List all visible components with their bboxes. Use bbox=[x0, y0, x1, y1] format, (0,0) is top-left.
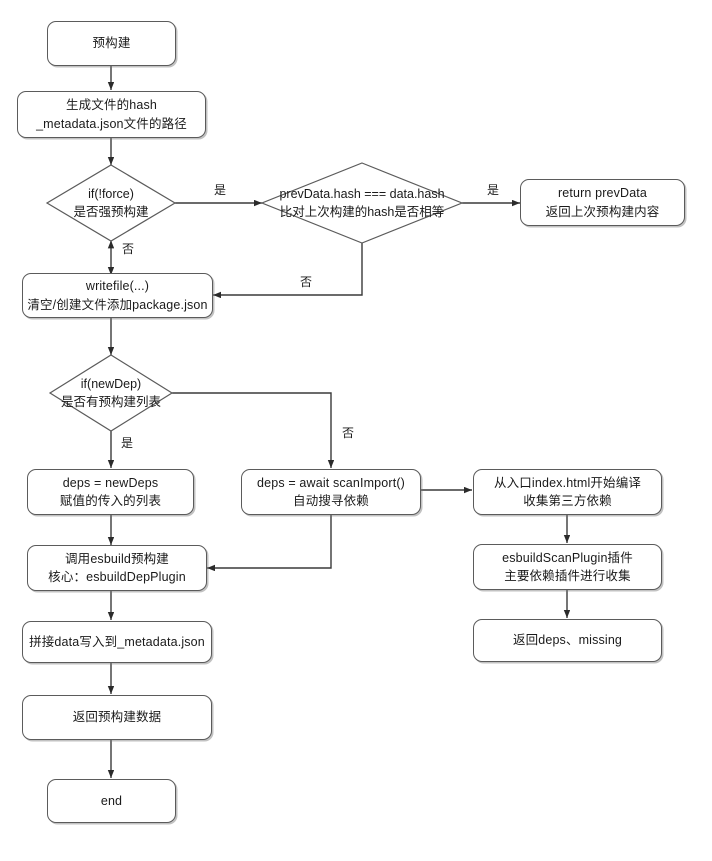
node-hash-compare-line-1: prevData.hash === data.hash bbox=[279, 186, 445, 201]
node-return-deps-missing[interactable]: 返回deps、missing bbox=[473, 619, 662, 662]
node-deps-assign[interactable]: deps = newDeps 赋值的传入的列表 bbox=[27, 469, 194, 515]
node-if-force[interactable]: if(!force) 是否强预构建 bbox=[47, 165, 175, 241]
node-if-newdep-line-2: 是否有预构建列表 bbox=[60, 395, 161, 409]
node-return-prevdata[interactable]: return prevData 返回上次预构建内容 bbox=[520, 179, 685, 226]
edge-label-newdep-no: 否 bbox=[340, 426, 357, 440]
node-writefile-line-1: writefile(...) bbox=[85, 279, 150, 294]
node-scan-import-line-1: deps = await scanImport() bbox=[257, 475, 405, 490]
node-hash-compare[interactable]: prevData.hash === data.hash 比对上次构建的hash是… bbox=[262, 163, 462, 243]
node-generate-hash-path-line-1: 生成文件的hash bbox=[66, 98, 157, 113]
node-end-line-1: end bbox=[100, 793, 123, 808]
node-if-force-line-2: 是否强预构建 bbox=[73, 205, 149, 219]
edge-label-force-yes: 是 bbox=[212, 183, 229, 197]
node-scan-import-line-2: 自动搜寻依赖 bbox=[293, 494, 369, 508]
node-deps-assign-line-1: deps = newDeps bbox=[62, 475, 159, 490]
edge-label-newdep-yes: 是 bbox=[119, 436, 136, 450]
node-start-line-1: 预构建 bbox=[92, 36, 131, 51]
node-if-force-line-1: if(!force) bbox=[88, 186, 134, 201]
node-if-newdep-line-1: if(newDep) bbox=[80, 376, 142, 391]
node-scan-import[interactable]: deps = await scanImport() 自动搜寻依赖 bbox=[241, 469, 421, 515]
node-if-newdep[interactable]: if(newDep) 是否有预构建列表 bbox=[50, 355, 172, 431]
node-esbuild-call-line-2: 核心：esbuildDepPlugin bbox=[48, 570, 186, 584]
node-write-metadata[interactable]: 拼接data写入到_metadata.json bbox=[22, 621, 212, 663]
node-deps-assign-line-2: 赋值的传入的列表 bbox=[59, 494, 162, 508]
node-return-prebuild-data[interactable]: 返回预构建数据 bbox=[22, 695, 212, 740]
node-generate-hash-path-line-2: _metadata.json文件的路径 bbox=[36, 116, 187, 131]
node-return-prevdata-line-2: 返回上次预构建内容 bbox=[545, 204, 660, 219]
node-compile-entry[interactable]: 从入口index.html开始编译 收集第三方依赖 bbox=[473, 469, 662, 515]
edge-label-hash-no: 否 bbox=[298, 275, 315, 289]
node-writefile-line-2: 清空/创建文件添加package.json bbox=[27, 297, 208, 312]
node-esbuild-call[interactable]: 调用esbuild预构建 核心：esbuildDepPlugin bbox=[27, 545, 207, 591]
node-write-metadata-line-1: 拼接data写入到_metadata.json bbox=[29, 634, 205, 649]
edge-label-hash-yes: 是 bbox=[485, 183, 502, 197]
edge-label-force-no: 否 bbox=[120, 242, 137, 256]
node-return-prebuild-data-line-1: 返回预构建数据 bbox=[72, 710, 162, 725]
node-scan-plugin-line-2: 主要依赖插件进行收集 bbox=[504, 569, 631, 583]
node-scan-plugin-line-1: esbuildScanPlugin插件 bbox=[502, 550, 633, 565]
edge-newdep-no-to-scanimport bbox=[172, 392, 335, 468]
node-hash-compare-line-2: 比对上次构建的hash是否相等 bbox=[279, 205, 445, 219]
node-return-deps-missing-line-1: 返回deps、missing bbox=[512, 633, 623, 648]
node-compile-entry-line-1: 从入口index.html开始编译 bbox=[493, 475, 642, 490]
node-start[interactable]: 预构建 bbox=[47, 21, 176, 66]
node-generate-hash-path[interactable]: 生成文件的hash _metadata.json文件的路径 bbox=[17, 91, 206, 138]
node-compile-entry-line-2: 收集第三方依赖 bbox=[523, 494, 612, 508]
node-end[interactable]: end bbox=[47, 779, 176, 823]
node-writefile[interactable]: writefile(...) 清空/创建文件添加package.json bbox=[22, 273, 213, 318]
edge-scanimport-to-esbuildcall bbox=[207, 515, 332, 572]
edge-hashcmp-no-to-writefile bbox=[213, 243, 363, 299]
node-return-prevdata-line-1: return prevData bbox=[557, 186, 648, 201]
node-scan-plugin[interactable]: esbuildScanPlugin插件 主要依赖插件进行收集 bbox=[473, 544, 662, 590]
node-esbuild-call-line-1: 调用esbuild预构建 bbox=[65, 551, 169, 566]
